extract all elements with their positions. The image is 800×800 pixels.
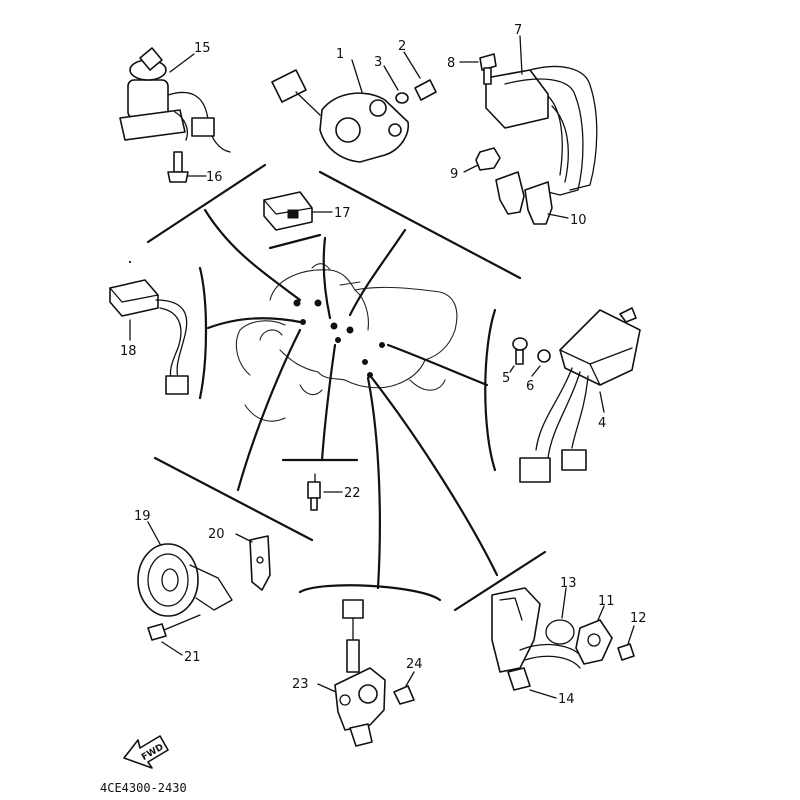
label-9: 9 bbox=[450, 167, 458, 182]
part-18-connector: 18 bbox=[109, 279, 189, 395]
label-13: 13 bbox=[560, 576, 577, 591]
right-group-bracket bbox=[386, 308, 497, 472]
part-11-pickup-coil: 11 bbox=[575, 594, 615, 665]
label-14: 14 bbox=[558, 692, 575, 707]
part-13-o-ring: 13 bbox=[545, 576, 577, 645]
label-3: 3 bbox=[374, 55, 382, 70]
bottom-center-bracket bbox=[298, 376, 442, 602]
part-7-ignition-coil: 7 bbox=[485, 23, 598, 225]
part-8-bolt: 8 bbox=[447, 53, 497, 85]
left-group-bracket bbox=[198, 266, 302, 400]
label-15: 15 bbox=[194, 41, 211, 56]
part-12-screw: 12 bbox=[617, 611, 647, 661]
part-14-grommet: 14 bbox=[507, 667, 575, 707]
label-2: 2 bbox=[398, 39, 406, 54]
diagram-code: 4CE4300-2430 bbox=[100, 781, 187, 795]
part-17-relay: 17 bbox=[263, 191, 351, 231]
part-20-bracket: 20 bbox=[208, 527, 271, 591]
forward-arrow-icon: FWD bbox=[123, 735, 169, 769]
label-12: 12 bbox=[630, 611, 647, 626]
label-7: 7 bbox=[514, 23, 522, 38]
part-15-ignition-switch: 15 bbox=[119, 41, 231, 153]
label-22: 22 bbox=[344, 486, 361, 501]
part-24-bolt: 24 bbox=[393, 657, 423, 705]
bottom-right-bracket bbox=[370, 376, 547, 612]
label-23: 23 bbox=[292, 677, 309, 692]
label-20: 20 bbox=[208, 527, 225, 542]
part-21-bolt: 21 bbox=[147, 614, 201, 665]
label-17: 17 bbox=[334, 206, 351, 221]
bottom-left-bracket bbox=[153, 328, 314, 542]
part-6-washer: 6 bbox=[526, 349, 551, 394]
part-1-starter-relay: 1 bbox=[271, 47, 410, 163]
label-1: 1 bbox=[336, 47, 344, 62]
part-9-nut: 9 bbox=[450, 147, 501, 182]
label-11: 11 bbox=[598, 594, 615, 609]
part-10-plug-cap: 10 bbox=[547, 213, 587, 228]
part-19-horn: 19 bbox=[134, 509, 233, 617]
part-bracket-assembly bbox=[491, 587, 581, 673]
part-4-cdi-unit: 4 bbox=[519, 307, 641, 483]
part-23-sensor-assembly: 23 bbox=[292, 599, 386, 747]
label-8: 8 bbox=[447, 56, 455, 71]
top-group-bracket bbox=[128, 163, 522, 320]
part-22-sensor: 22 bbox=[307, 473, 361, 511]
part-3-washer: 3 bbox=[374, 55, 409, 104]
label-16: 16 bbox=[206, 170, 223, 185]
part22-bracket bbox=[281, 343, 359, 462]
label-6: 6 bbox=[526, 379, 534, 394]
label-5: 5 bbox=[502, 371, 510, 386]
label-21: 21 bbox=[184, 650, 201, 665]
label-10: 10 bbox=[570, 213, 587, 228]
label-4: 4 bbox=[598, 416, 606, 431]
label-19: 19 bbox=[134, 509, 151, 524]
part-16-bolt: 16 bbox=[167, 151, 223, 185]
label-24: 24 bbox=[406, 657, 423, 672]
motorcycle-silhouette bbox=[235, 263, 458, 422]
part-2-bolt: 2 bbox=[398, 39, 437, 101]
label-18: 18 bbox=[120, 344, 137, 359]
part-5-bolt: 5 bbox=[502, 337, 528, 386]
